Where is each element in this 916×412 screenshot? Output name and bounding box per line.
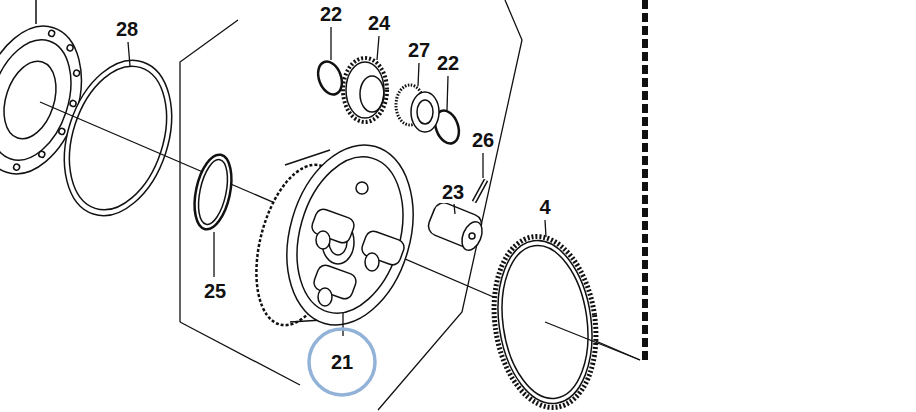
callout-number: 23 bbox=[440, 181, 466, 203]
callout-number: 27 bbox=[406, 39, 432, 61]
callout-number: 4 bbox=[537, 196, 552, 218]
callout-number: 24 bbox=[366, 12, 392, 34]
highlight-circle: 21 bbox=[306, 326, 378, 398]
callout-number: 22 bbox=[435, 52, 461, 74]
callout-number: 22 bbox=[318, 3, 344, 25]
callout-number: 28 bbox=[114, 18, 140, 40]
callout-number: 26 bbox=[470, 129, 496, 151]
callout-number: 25 bbox=[202, 280, 228, 302]
callout-number: 21 bbox=[331, 351, 353, 373]
